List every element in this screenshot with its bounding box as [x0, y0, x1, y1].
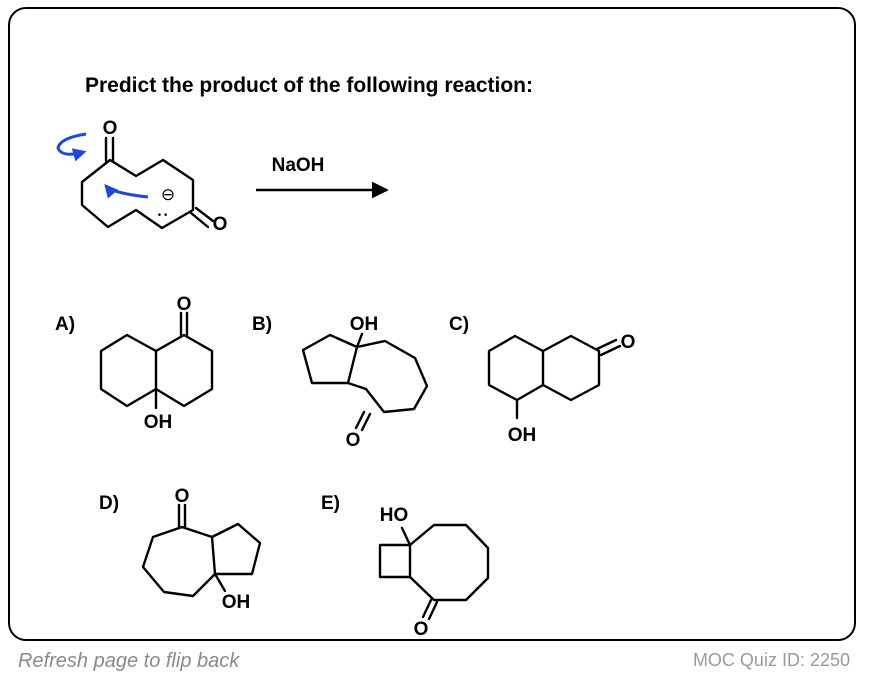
hydroxyl-group: OH	[144, 412, 173, 433]
oxygen-atom: O	[621, 332, 636, 353]
question-text: Predict the product of the following rea…	[85, 74, 533, 97]
option-c-structure: O OH	[487, 332, 636, 446]
option-b-structure: OH O	[301, 314, 429, 451]
option-d-label: D)	[99, 493, 119, 514]
quiz-id-label: MOC Quiz ID: 2250	[692, 650, 850, 670]
hydroxyl-group: HO	[380, 505, 409, 526]
option-b-label: B)	[252, 314, 272, 335]
oxygen-atom: O	[414, 619, 429, 640]
curved-arrow-icon	[56, 132, 87, 162]
option-e-label: E)	[321, 493, 340, 514]
curved-arrow-icon	[104, 183, 149, 199]
hydroxyl-group: OH	[508, 425, 537, 446]
starting-material: O O ⊖ ••	[56, 118, 228, 235]
option-e-structure: HO O	[378, 505, 490, 640]
oxygen-atom: O	[177, 294, 192, 315]
flip-back-hint: Refresh page to flip back	[18, 650, 240, 672]
option-a-structure: O OH	[99, 294, 214, 433]
option-c-label: C)	[449, 314, 469, 335]
negative-charge-icon: ⊖	[161, 185, 175, 205]
oxygen-atom: O	[175, 486, 190, 507]
option-a-label: A)	[55, 314, 75, 335]
oxygen-atom: O	[346, 430, 361, 451]
hydroxyl-group: OH	[350, 314, 379, 335]
lone-pair-icon: ••	[157, 211, 170, 221]
oxygen-atom: O	[213, 214, 228, 235]
quiz-card	[8, 7, 856, 641]
hydroxyl-group: OH	[222, 592, 251, 613]
option-d-structure: O OH	[141, 486, 262, 613]
oxygen-atom: O	[103, 118, 118, 139]
reagent-label: NaOH	[272, 155, 325, 176]
